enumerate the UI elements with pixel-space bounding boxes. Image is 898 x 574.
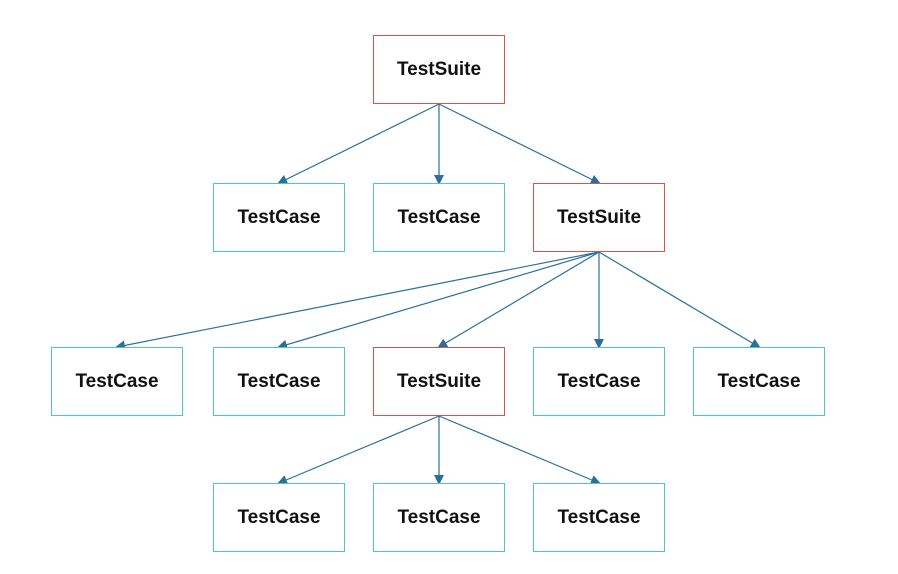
node-test-suite: TestSuite — [373, 347, 505, 416]
node-test-case: TestCase — [533, 483, 665, 552]
node-test-case: TestCase — [373, 483, 505, 552]
node-test-case: TestCase — [213, 483, 345, 552]
edge-arrow-l1-suite-to-l2-case-b — [277, 251, 600, 350]
edge-arrow-l2-suite-to-l3-case-c — [438, 415, 601, 485]
edge-arrow-root-to-l1-suite — [438, 103, 601, 184]
node-test-case: TestCase — [373, 183, 505, 252]
node-test-case: TestCase — [213, 347, 345, 416]
node-test-case: TestCase — [51, 347, 183, 416]
edge-arrow-l2-suite-to-l3-case-a — [277, 415, 440, 485]
edge-arrow-root-to-l1-case-a — [277, 103, 440, 184]
node-root-test-suite: TestSuite — [373, 35, 505, 104]
node-test-suite: TestSuite — [533, 183, 665, 252]
node-test-case: TestCase — [533, 347, 665, 416]
edge-arrow-l1-suite-to-l2-case-d — [598, 251, 761, 349]
edge-arrow-l1-suite-to-l2-suite — [437, 251, 600, 349]
node-test-case: TestCase — [213, 183, 345, 252]
node-test-case: TestCase — [693, 347, 825, 416]
edge-arrow-l1-suite-to-l2-case-a — [115, 251, 600, 351]
